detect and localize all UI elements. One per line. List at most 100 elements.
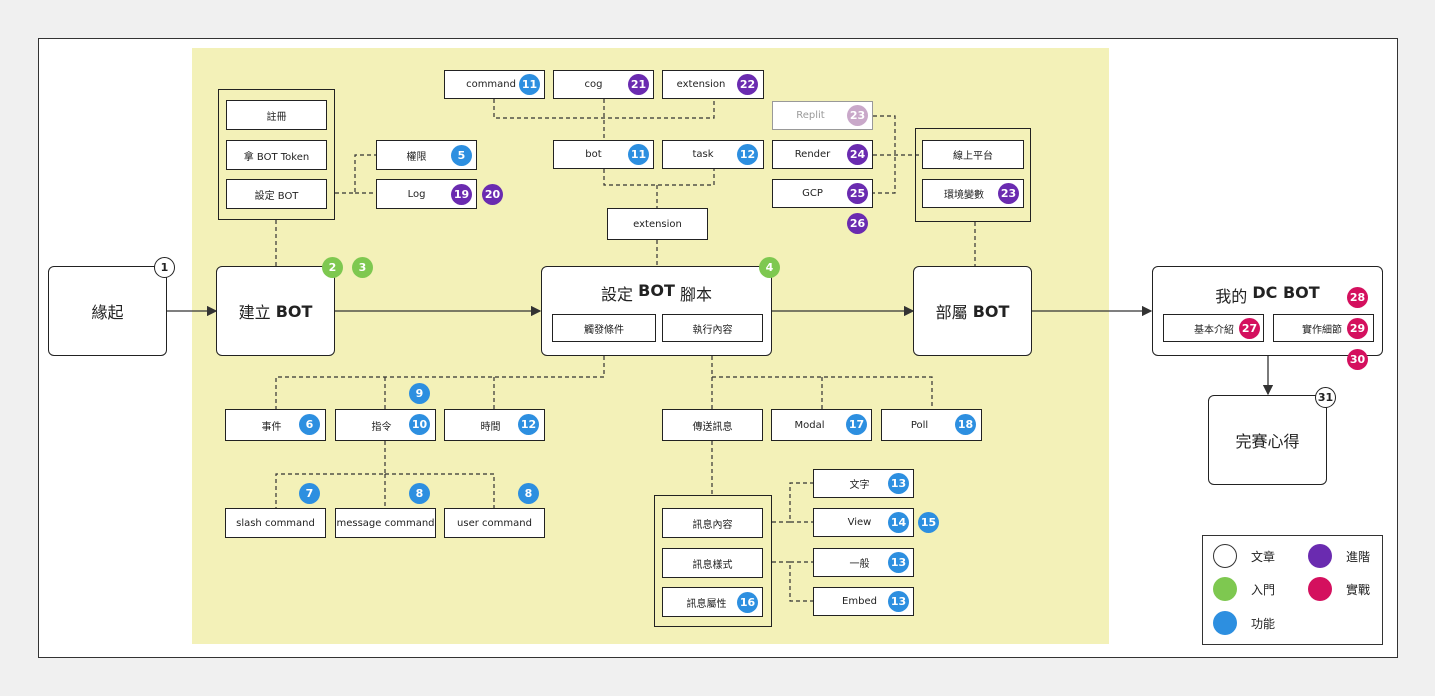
- message-attr-label: 訊息屬性: [686, 598, 727, 610]
- feature-badge-13-text: 13: [888, 473, 909, 494]
- mybot-label-bold: DC BOT: [1252, 283, 1320, 302]
- view-label: View: [847, 517, 872, 528]
- text-label: 文字: [849, 480, 870, 491]
- token-box[interactable]: 拿 BOT Token: [226, 140, 327, 170]
- build-bot-label-pre: 建立: [238, 303, 276, 322]
- mybot-label-pre: 我的: [1215, 287, 1253, 306]
- slash-command-label: slash command: [236, 517, 315, 529]
- feature-badge-9: 9: [409, 383, 430, 404]
- env-label: 環境變數: [944, 190, 984, 201]
- feature-badge-6: 6: [299, 414, 320, 435]
- message-content-label: 訊息內容: [692, 519, 733, 531]
- feature-badge-11-mid: 11: [628, 144, 649, 165]
- advanced-badge-23-env: 23: [998, 183, 1019, 204]
- deploy-bot-node[interactable]: 部屬 BOT: [913, 266, 1032, 356]
- intro-color-icon: [1213, 577, 1237, 601]
- advanced-badge-19: 19: [451, 184, 472, 205]
- advanced-badge-23-replit: 23: [847, 105, 868, 126]
- feature-badge-14: 14: [888, 512, 909, 533]
- practice-color-icon: [1308, 577, 1332, 601]
- feature-badge-15: 15: [918, 512, 939, 533]
- intro-badge-2: 2: [322, 257, 343, 278]
- message-command-box[interactable]: message command: [335, 508, 436, 538]
- execute-label: 執行內容: [692, 324, 733, 336]
- build-group: [218, 89, 335, 220]
- event-label: 事件: [261, 421, 282, 433]
- extension-mid-box[interactable]: extension: [607, 208, 708, 240]
- feature-badge-13-embed: 13: [888, 591, 909, 612]
- time-label: 時間: [480, 421, 501, 433]
- poll-label: Poll: [910, 419, 929, 431]
- platform-box[interactable]: 線上平台: [922, 140, 1024, 169]
- execute-box[interactable]: 執行內容: [662, 314, 763, 342]
- trigger-label: 觸發條件: [584, 324, 624, 336]
- deploy-label-pre: 部屬: [935, 303, 973, 322]
- task-label: task: [692, 149, 714, 160]
- render-label: Render: [794, 149, 831, 160]
- setup-bot-label: 設定 BOT: [254, 190, 299, 202]
- legend-advanced-label: 進階: [1346, 550, 1371, 564]
- my-dc-bot-node[interactable]: 我的 DC BOT: [1152, 266, 1383, 356]
- advanced-badge-21: 21: [628, 74, 649, 95]
- platform-label: 線上平台: [953, 151, 993, 162]
- build-bot-label-bold: BOT: [275, 301, 313, 321]
- feature-badge-13-normal: 13: [888, 552, 909, 573]
- feature-badge-7: 7: [299, 483, 320, 504]
- practice-badge-30: 30: [1347, 349, 1368, 370]
- intro-label: 基本介紹: [1194, 324, 1234, 336]
- legend-feature-label: 功能: [1251, 617, 1276, 631]
- embed-label: Embed: [842, 596, 877, 607]
- extension-top-label: extension: [676, 79, 726, 90]
- reflection-label: 完賽心得: [1235, 432, 1300, 451]
- advanced-badge-20: 20: [482, 184, 503, 205]
- send-message-label: 傳送訊息: [692, 421, 733, 433]
- normal-label: 一般: [849, 559, 870, 570]
- advanced-badge-22: 22: [737, 74, 758, 95]
- user-command-box[interactable]: user command: [444, 508, 545, 538]
- advanced-badge-24: 24: [847, 144, 868, 165]
- trigger-box[interactable]: 觸發條件: [552, 314, 656, 342]
- practice-badge-28: 28: [1347, 287, 1368, 308]
- article-badge-31: 31: [1315, 387, 1336, 408]
- detail-label: 實作細節: [1302, 324, 1342, 336]
- replit-label: Replit: [796, 110, 825, 121]
- build-bot-node[interactable]: 建立 BOT: [216, 266, 335, 356]
- legend-practice-label: 實戰: [1346, 583, 1371, 597]
- modal-label: Modal: [794, 419, 825, 431]
- message-content-box[interactable]: 訊息內容: [662, 508, 763, 538]
- setup-bot-box[interactable]: 設定 BOT: [226, 179, 327, 209]
- register-box[interactable]: 註冊: [226, 100, 327, 130]
- article-color-icon: [1213, 544, 1237, 568]
- send-message-box[interactable]: 傳送訊息: [662, 409, 763, 441]
- reflection-node[interactable]: 完賽心得: [1208, 395, 1327, 485]
- script-label-pre: 設定: [601, 285, 639, 304]
- intro-badge-3: 3: [352, 257, 373, 278]
- token-label: 拿 BOT Token: [243, 151, 310, 163]
- log-label: Log: [407, 188, 426, 200]
- legend: 文章 進階 入門 實戰 功能: [1202, 535, 1383, 645]
- message-style-box[interactable]: 訊息樣式: [662, 548, 763, 578]
- cog-label: cog: [584, 79, 603, 90]
- script-label-bold: BOT: [638, 281, 675, 300]
- message-style-label: 訊息樣式: [692, 559, 733, 571]
- feature-badge-16: 16: [737, 592, 758, 613]
- slash-command-box[interactable]: slash command: [225, 508, 326, 538]
- advanced-badge-25: 25: [847, 183, 868, 204]
- permission-label: 權限: [406, 151, 427, 163]
- gcp-label: GCP: [802, 188, 823, 199]
- feature-badge-11-top: 11: [519, 74, 540, 95]
- legend-article-label: 文章: [1251, 550, 1276, 564]
- command-trigger-label: 指令: [371, 421, 392, 433]
- feature-badge-8-message: 8: [409, 483, 430, 504]
- feature-badge-10: 10: [409, 414, 430, 435]
- practice-badge-27: 27: [1239, 318, 1260, 339]
- feature-badge-12-time: 12: [518, 414, 539, 435]
- script-node[interactable]: 設定 BOT 腳本: [541, 266, 772, 356]
- user-command-label: user command: [457, 517, 532, 529]
- script-label-post: 腳本: [674, 285, 712, 304]
- feature-badge-17: 17: [846, 414, 867, 435]
- legend-intro-label: 入門: [1251, 583, 1276, 597]
- practice-badge-29: 29: [1347, 318, 1368, 339]
- origin-node[interactable]: 緣起: [48, 266, 167, 356]
- feature-badge-8-user: 8: [518, 483, 539, 504]
